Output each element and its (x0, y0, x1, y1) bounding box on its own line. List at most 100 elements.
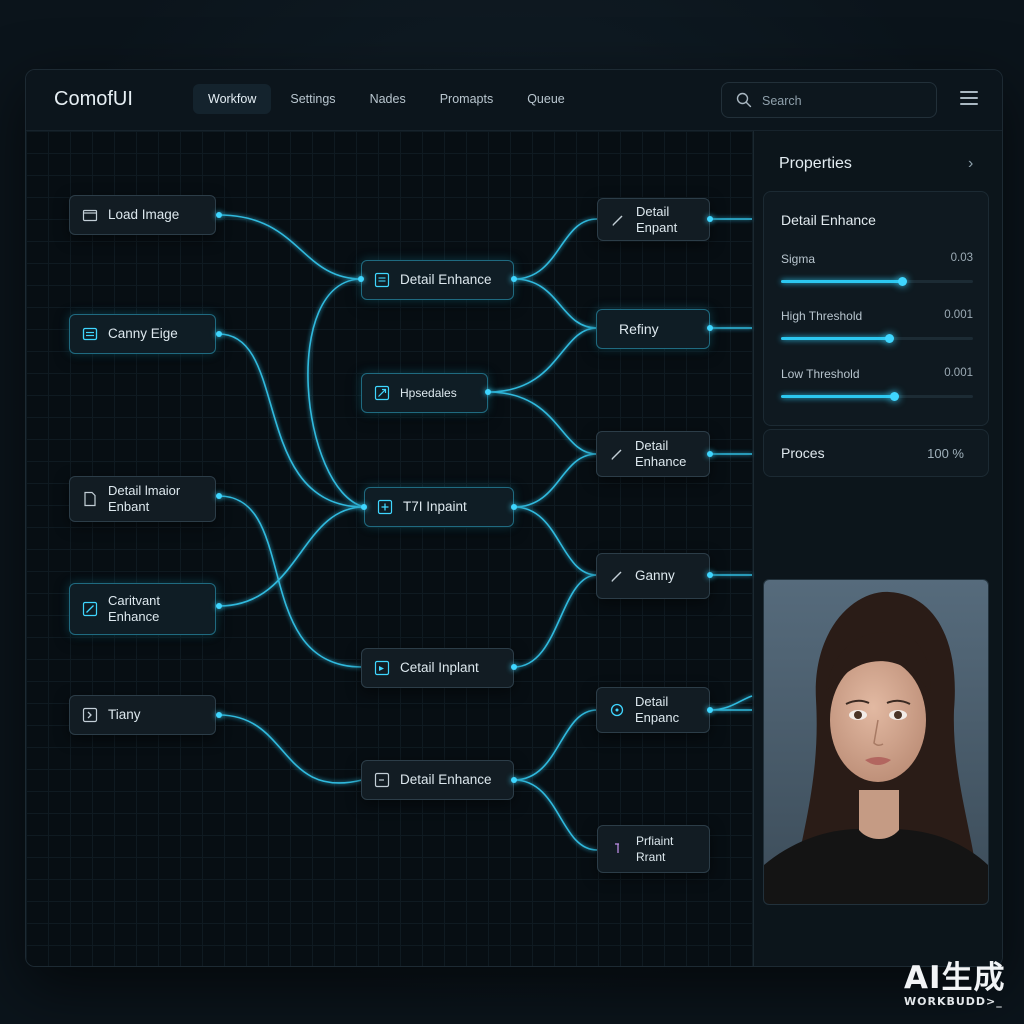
properties-panel: Properties › Detail Enhance Sigma 0.03 H… (753, 131, 1002, 966)
slider-handle[interactable] (897, 277, 907, 286)
output-port[interactable] (707, 451, 713, 457)
text-cursor-icon (615, 843, 619, 853)
node-detail-enhance-top[interactable]: Detail Enhance (361, 260, 514, 300)
output-port[interactable] (511, 777, 517, 783)
output-port[interactable] (216, 212, 222, 218)
chevron-right-icon[interactable]: › (968, 155, 974, 172)
node-label-line2: Enhance (635, 454, 687, 469)
list-icon (374, 272, 390, 288)
watermark-line2: WORKBUDD>_ (904, 995, 1003, 1008)
search-icon (736, 92, 752, 108)
node-label: Load Image (108, 207, 180, 222)
node-detail-enhance-bottom[interactable]: Detail Enhance (361, 760, 514, 800)
node-label-line1: Detail (635, 438, 669, 453)
watermark-line1: AI生成 (904, 960, 1006, 996)
output-image-preview[interactable] (763, 579, 989, 905)
node-label: Canny Eige (108, 326, 178, 341)
frame-icon (374, 772, 390, 788)
selected-node-title: Detail Enhance (781, 212, 876, 228)
param-label: High Threshold (781, 309, 863, 323)
tab-workflow[interactable]: Workfow (193, 84, 272, 114)
search-box[interactable] (721, 82, 937, 118)
output-port[interactable] (216, 493, 222, 499)
node-cetail-inplant[interactable]: Cetail Inplant (361, 648, 514, 688)
upscale-icon (374, 385, 390, 401)
output-port[interactable] (216, 603, 222, 609)
node-properties-card: Detail Enhance Sigma 0.03 High Threshold… (763, 191, 989, 426)
tab-settings[interactable]: Settings (290, 92, 336, 106)
output-port[interactable] (511, 664, 517, 670)
param-label: Sigma (781, 252, 816, 266)
sigma-slider[interactable] (781, 277, 973, 286)
output-port[interactable] (707, 325, 713, 331)
node-label-line1: Detail (635, 694, 669, 709)
node-refiny[interactable]: Refiny (596, 309, 710, 349)
output-port[interactable] (216, 331, 222, 337)
output-port[interactable] (511, 504, 517, 510)
node-label: Cetail Inplant (400, 660, 479, 675)
pencil-icon (611, 449, 622, 460)
node-upscales[interactable]: Hpsedales (361, 373, 488, 413)
node-label-line2: Enbant (108, 499, 150, 514)
slider-fill (781, 395, 895, 398)
edge-detect-icon (82, 327, 98, 341)
output-port[interactable] (485, 389, 491, 395)
process-card: Proces 100 % (763, 429, 989, 477)
node-label-line1: Caritvant (108, 593, 161, 608)
node-t7i-inpaint[interactable]: T7I Inpaint (364, 487, 514, 527)
slider-handle[interactable] (890, 392, 900, 401)
tab-prompts[interactable]: Promapts (439, 92, 494, 106)
input-port[interactable] (361, 504, 367, 510)
output-port[interactable] (707, 707, 713, 713)
low-threshold-slider[interactable] (781, 392, 973, 401)
output-port[interactable] (707, 572, 713, 578)
process-value: 100 % (927, 446, 964, 461)
tab-nodes[interactable]: Nades (369, 92, 406, 106)
node-label-line2: Rrant (636, 850, 666, 864)
high-threshold-slider[interactable] (781, 334, 973, 343)
tab-queue[interactable]: Queue (527, 92, 565, 106)
input-port[interactable] (358, 276, 364, 282)
image-icon (374, 660, 390, 676)
node-label: Tiany (108, 707, 141, 722)
slider-fill (781, 337, 889, 340)
watermark: AI生成 WORKBUDD>_ (904, 961, 1006, 1008)
node-label: Ganny (635, 568, 675, 583)
portrait-image (764, 580, 988, 904)
node-canny-edge[interactable]: Canny Eige (69, 314, 216, 354)
node-label-line2: Enhance (108, 609, 160, 624)
param-value: 0.03 (950, 252, 973, 264)
slider-handle[interactable] (884, 334, 894, 343)
app-title: ComofUI (54, 88, 133, 110)
node-ganny[interactable]: Ganny (596, 553, 710, 599)
node-tiany[interactable]: Tiany (69, 695, 216, 735)
node-label-line1: Detail lmaior (108, 483, 181, 498)
top-bar: ComofUI Workfow Settings Nades Promapts … (26, 70, 1002, 131)
folder-icon (82, 209, 98, 222)
node-load-image[interactable]: Load Image (69, 195, 216, 235)
search-input[interactable] (760, 90, 924, 112)
node-label: Detail Enhance (400, 272, 492, 287)
pencil-icon (611, 571, 622, 582)
refresh-icon (610, 703, 624, 717)
nav-tabs: Workfow Settings Nades Promapts Queue (193, 84, 580, 116)
output-port[interactable] (216, 712, 222, 718)
hamburger-menu-icon[interactable] (960, 91, 978, 107)
output-port[interactable] (707, 216, 713, 222)
node-label: Detail Enhance (400, 772, 492, 787)
node-label: T7I Inpaint (403, 499, 467, 514)
node-label: Refiny (619, 321, 659, 337)
node-label-line1: Detail (636, 203, 670, 219)
output-port[interactable] (511, 276, 517, 282)
